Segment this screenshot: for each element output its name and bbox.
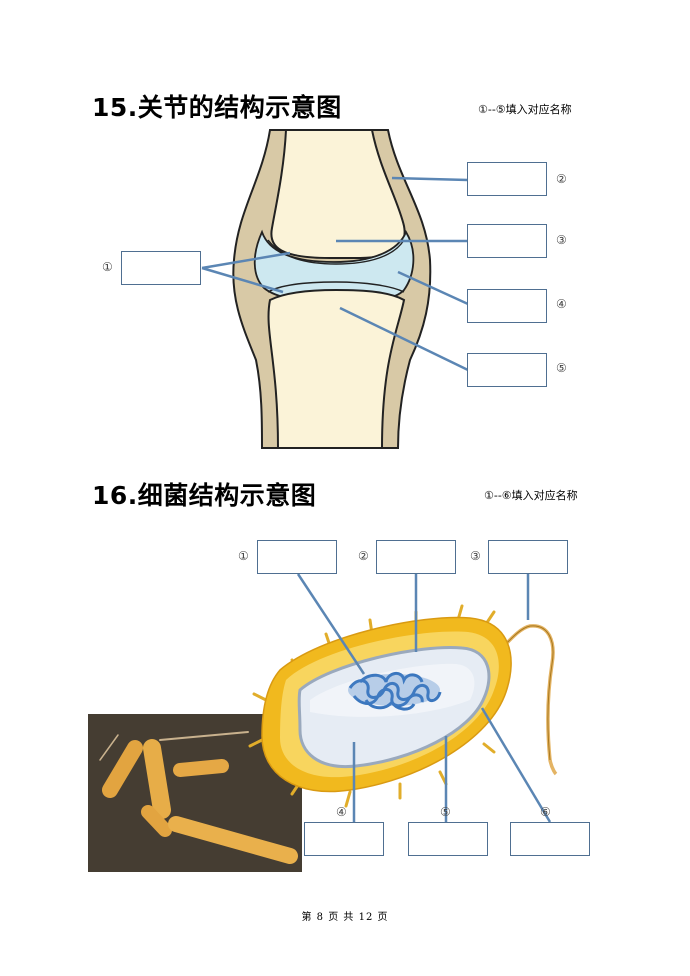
page-footer: 第 8 页 共 12 页 [0, 908, 690, 923]
nucleoid-fill [348, 674, 440, 706]
bacteria-label-3: ③ [470, 549, 481, 563]
bacteria-answer-box-1[interactable] [257, 540, 337, 574]
bacteria-label-4: ④ [336, 805, 347, 819]
bacteria-label-6: ⑥ [540, 805, 551, 819]
bacteria-answer-box-3[interactable] [488, 540, 568, 574]
bacteria-label-1: ① [238, 549, 249, 563]
bacteria-answer-box-2[interactable] [376, 540, 456, 574]
bacteria-answer-box-5[interactable] [408, 822, 488, 856]
bacteria-label-2: ② [358, 549, 369, 563]
bacteria-answer-box-6[interactable] [510, 822, 590, 856]
bacteria-answer-box-4[interactable] [304, 822, 384, 856]
bacteria-label-5: ⑤ [440, 805, 451, 819]
